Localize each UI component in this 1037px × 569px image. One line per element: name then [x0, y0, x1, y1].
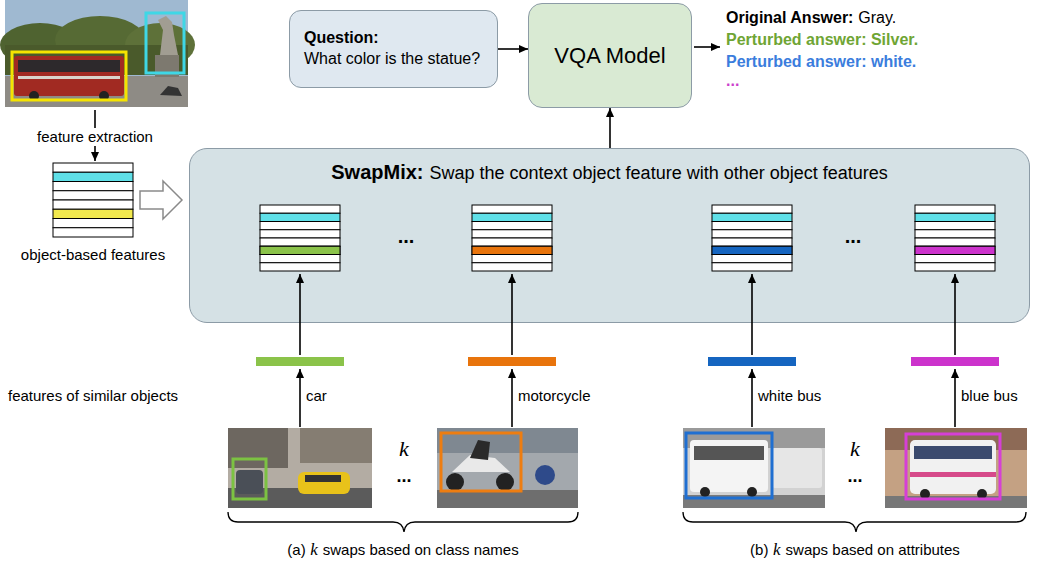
- swapped-matrix: [712, 205, 792, 271]
- node-heading: SwapMix:: [331, 161, 423, 183]
- count-symbol: k: [399, 436, 409, 462]
- feature-bars: [256, 357, 999, 366]
- swapmix-panel: SwapMix: Swap the context object feature …: [189, 148, 1030, 323]
- bar-arrows: [300, 369, 955, 427]
- motorcycle-photo: [437, 428, 578, 508]
- swap-arrows: [300, 274, 955, 355]
- object-label: white bus: [758, 387, 821, 405]
- swapped-matrix: [260, 205, 340, 271]
- perturbed-answer: Perturbed answer: Silver.: [726, 30, 918, 49]
- answer-label: Original Answer:: [726, 9, 853, 26]
- swapped-matrix: [915, 205, 995, 271]
- count-symbol: k: [850, 436, 860, 462]
- node-heading: Question:: [304, 28, 483, 49]
- flow-arrow: [609, 108, 611, 148]
- object-label: motorcycle: [518, 387, 591, 405]
- step-label: feature extraction: [34, 128, 156, 146]
- text-line: Original Answer: Gray.: [726, 8, 896, 27]
- car-photo: [228, 428, 372, 508]
- output-arrow: [694, 46, 720, 48]
- ellipsis: ...: [847, 466, 862, 488]
- brace: [228, 512, 1026, 532]
- count-symbol: k: [773, 540, 781, 559]
- text-wrap: VQA Model: [554, 43, 665, 69]
- text-wrap: SwapMix: Swap the context object feature …: [206, 161, 1013, 184]
- caption-tag: (b): [750, 541, 768, 558]
- node-text: Swap the context object feature with oth…: [429, 163, 887, 183]
- ellipsis: ...: [726, 71, 739, 90]
- flow-arrow: [498, 48, 528, 50]
- count-symbol: k: [310, 540, 318, 559]
- question-box: Question:What color is the statue?: [289, 10, 498, 88]
- feature-caption: object-based features: [21, 246, 165, 264]
- caption-text: swaps based on attributes: [786, 541, 960, 558]
- swap-illustration: [189, 148, 1030, 408]
- feature-matrix: [53, 163, 133, 237]
- text-line: (b) k swaps based on attributes: [750, 540, 960, 560]
- model-box: VQA Model: [528, 3, 692, 108]
- text-line: (a) k swaps based on class names: [287, 540, 518, 560]
- ellipsis: ...: [396, 466, 411, 488]
- blue-bus-photo: [885, 428, 1027, 508]
- row-label: features of similar objects: [8, 387, 178, 405]
- text-wrap: Question:What color is the statue?: [304, 28, 483, 70]
- caption-text: swaps based on class names: [323, 541, 519, 558]
- object-label: blue bus: [961, 387, 1018, 405]
- node-text: What color is the statue?: [304, 49, 483, 70]
- object-label: car: [306, 387, 327, 405]
- perturbed-answer: Perturbed answer: white.: [726, 52, 916, 71]
- scene-photo: [0, 0, 195, 107]
- node-heading: VQA Model: [554, 43, 665, 69]
- ellipsis: ...: [845, 224, 862, 248]
- white-bus-photo: [683, 428, 825, 508]
- ellipsis: ...: [398, 224, 415, 248]
- hollow-arrow: [140, 181, 182, 219]
- caption-tag: (a): [287, 541, 305, 558]
- answer-value: Gray.: [858, 9, 896, 26]
- swapped-matrix: [472, 205, 552, 271]
